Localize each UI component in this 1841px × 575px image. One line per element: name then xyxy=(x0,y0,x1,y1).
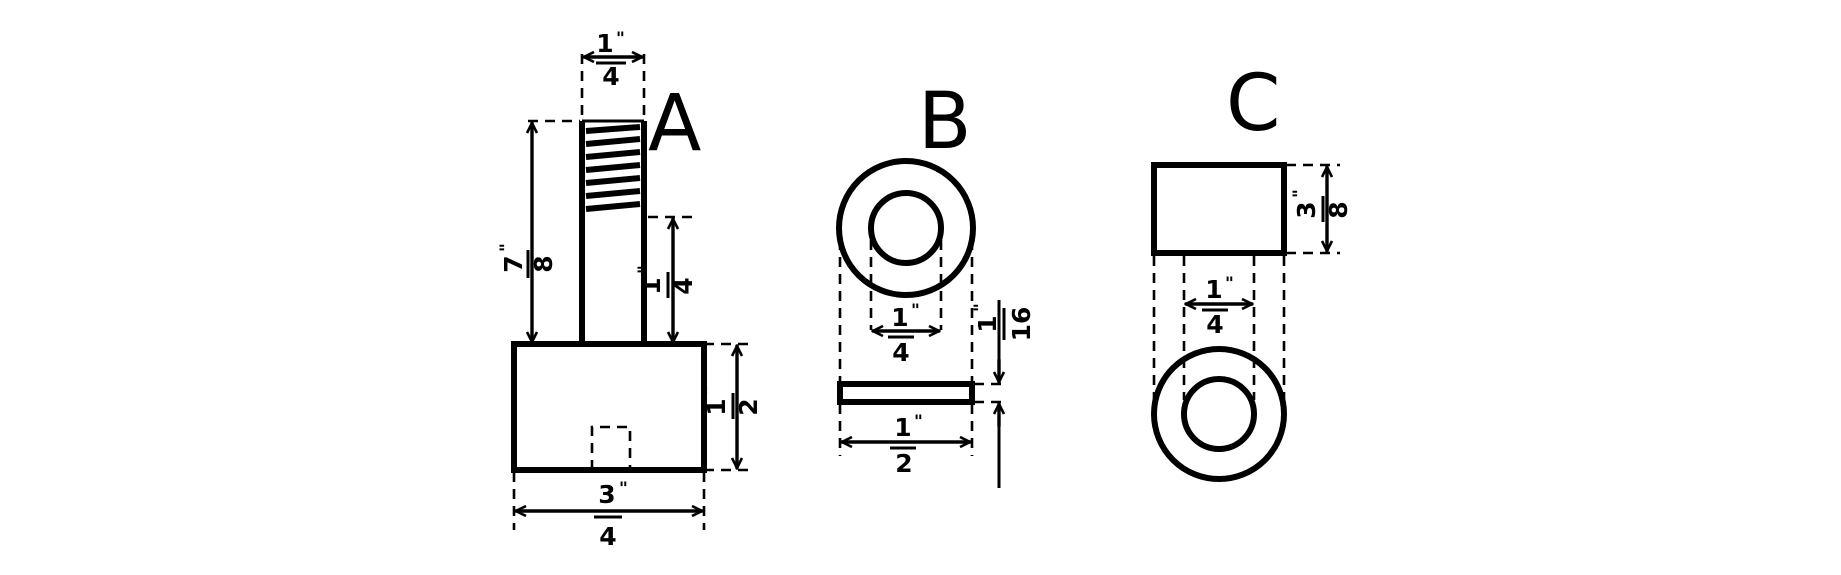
svg-text:1: 1 xyxy=(891,303,908,332)
svg-text:7: 7 xyxy=(499,255,528,272)
svg-text:": " xyxy=(1225,274,1234,294)
dim-b-outer-diameter: 1 " 2 xyxy=(840,412,972,478)
svg-text:1: 1 xyxy=(637,277,666,294)
svg-text:1: 1 xyxy=(894,413,911,442)
figure-a: A 1 xyxy=(497,29,763,551)
figure-b: B 1 " 4 1 " xyxy=(836,77,1036,488)
screw-thread xyxy=(585,124,641,212)
hidden-recess xyxy=(590,425,632,470)
svg-text:3: 3 xyxy=(598,480,615,509)
dim-a-head-height: 1 " 2 xyxy=(700,344,763,470)
svg-text:2: 2 xyxy=(734,398,763,415)
svg-text:": " xyxy=(1290,189,1310,198)
dim-a-shank-width: 1 " 4 xyxy=(582,29,644,91)
svg-text:16: 16 xyxy=(1007,307,1036,342)
svg-text:": " xyxy=(971,303,991,312)
figure-label-b: B xyxy=(918,77,972,167)
svg-text:4: 4 xyxy=(602,62,619,91)
svg-text:1: 1 xyxy=(1205,275,1222,304)
svg-text:": " xyxy=(914,412,923,432)
svg-text:": " xyxy=(497,243,517,252)
screw-shank xyxy=(579,119,647,344)
svg-text:1: 1 xyxy=(702,398,731,415)
figure-label-c: C xyxy=(1226,59,1280,149)
dim-c-height: 3 " 8 xyxy=(1290,165,1353,253)
dim-c-hole-diameter: 1 " 4 xyxy=(1184,274,1254,339)
dim-b-thickness: 1 " 16 xyxy=(971,300,1036,488)
svg-text:8: 8 xyxy=(529,255,558,272)
svg-text:2: 2 xyxy=(895,449,912,478)
washer-hole xyxy=(868,190,944,266)
collar-outer-circle xyxy=(1151,346,1287,482)
collar-side-view xyxy=(1151,162,1287,256)
svg-text:8: 8 xyxy=(1324,201,1353,218)
collar-hole xyxy=(1181,376,1257,452)
dim-a-head-width: 3 " 4 xyxy=(514,479,704,551)
dim-a-shank-length: 1 " 4 xyxy=(635,217,698,344)
svg-text:4: 4 xyxy=(1206,310,1223,339)
svg-text:4: 4 xyxy=(599,522,616,551)
washer-outer-circle xyxy=(836,158,976,298)
dim-b-hole-diameter: 1 " 4 xyxy=(871,301,941,367)
svg-text:": " xyxy=(616,29,625,49)
dim-a-total-height: 7 " 8 xyxy=(497,121,558,344)
svg-text:": " xyxy=(700,386,720,395)
svg-text:": " xyxy=(911,301,920,321)
figure-c: C 3 " 8 1 " 4 xyxy=(1151,59,1353,482)
washer-edge-view xyxy=(837,381,975,405)
svg-text:4: 4 xyxy=(892,338,909,367)
screw-head xyxy=(511,341,707,473)
svg-text:": " xyxy=(635,265,655,274)
svg-text:": " xyxy=(619,479,628,499)
figure-label-a: A xyxy=(648,79,701,169)
svg-text:4: 4 xyxy=(669,277,698,294)
svg-text:1: 1 xyxy=(596,29,613,58)
svg-text:3: 3 xyxy=(1292,201,1321,218)
svg-text:1: 1 xyxy=(973,315,1002,332)
